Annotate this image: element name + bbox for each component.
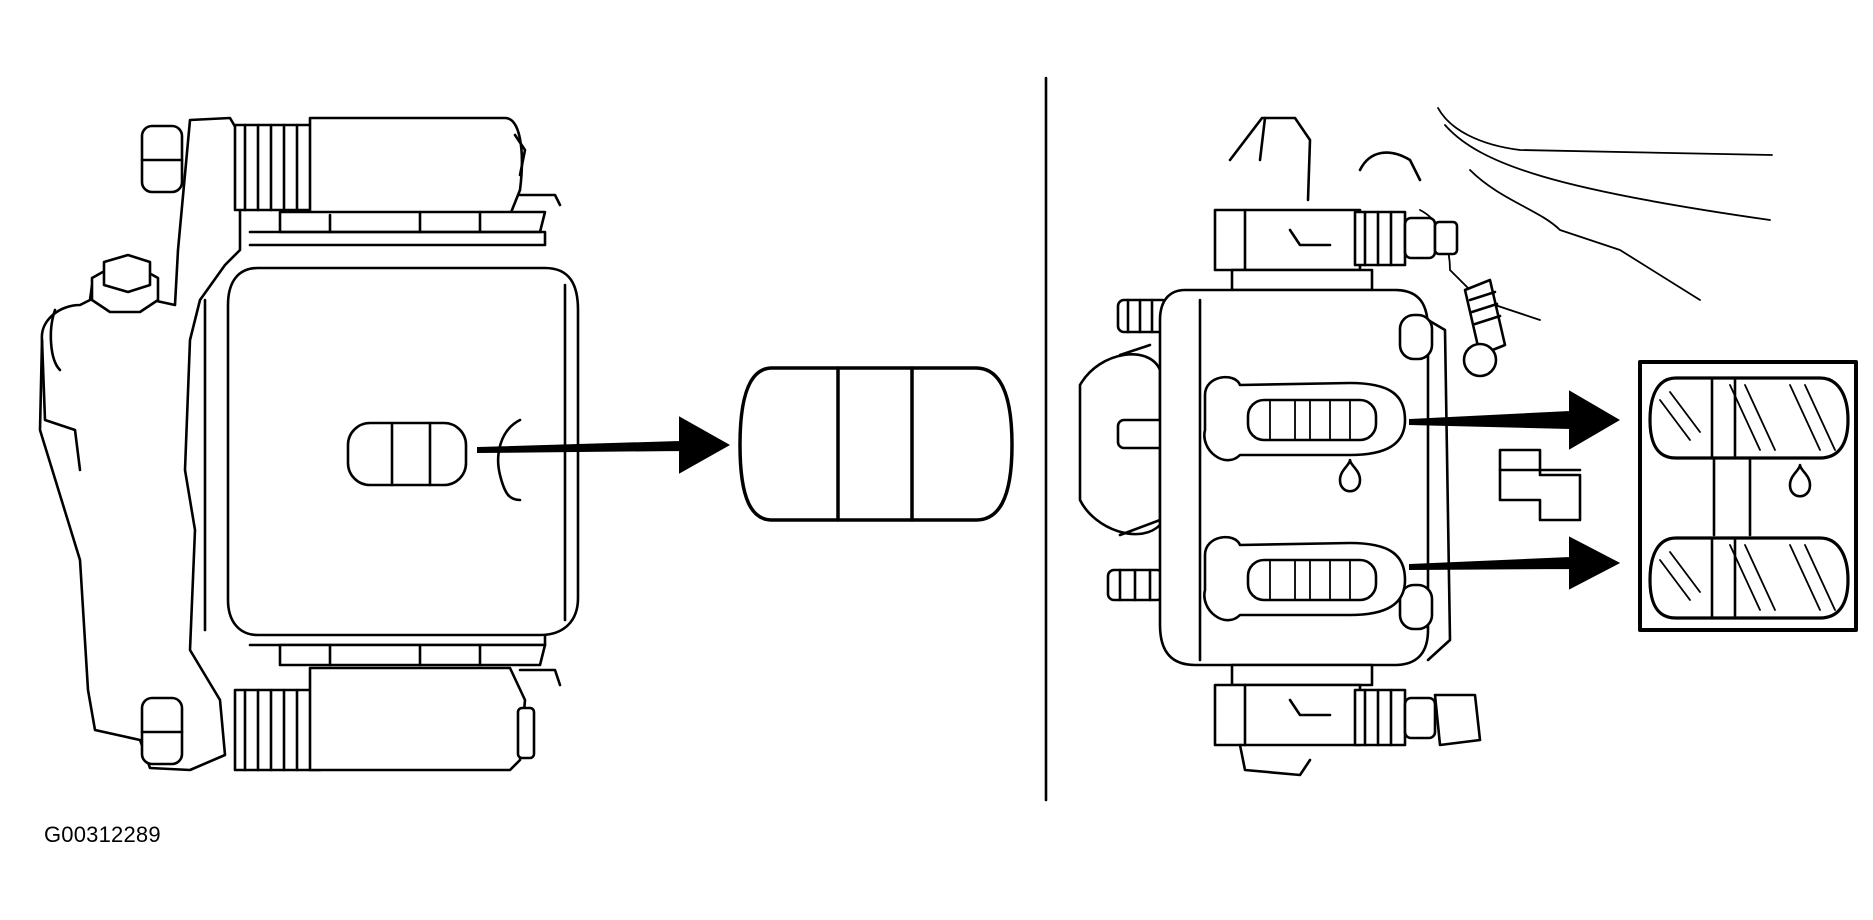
lower-pin-right (1213, 663, 1482, 777)
inspection-window-small (346, 421, 468, 487)
arrow-right-icon-left (477, 416, 731, 474)
window-lower-right (1203, 535, 1407, 622)
upper-slide-pin (233, 116, 562, 247)
lower-slide-pin (233, 628, 562, 772)
hex-nut-upper (90, 253, 160, 314)
arrow-right-icon-upper (1409, 390, 1620, 450)
upper-pin-right (1213, 208, 1459, 292)
arrow-right-icon-lower (1409, 536, 1621, 590)
bolt-upper-left (140, 124, 184, 194)
left-caliper-illustration (38, 116, 1014, 772)
brake-hose-fitting (1498, 448, 1582, 522)
center-key-hole (1338, 458, 1362, 493)
enlarged-pad-window (738, 366, 1014, 522)
enlarged-detail-box (1638, 360, 1858, 632)
figure-id-label: G00312289 (44, 822, 161, 847)
bolt-lower-left (140, 696, 184, 766)
hub-rotor (1078, 298, 1170, 602)
window-upper-right (1203, 375, 1407, 462)
right-caliper-illustration (1078, 107, 1858, 777)
